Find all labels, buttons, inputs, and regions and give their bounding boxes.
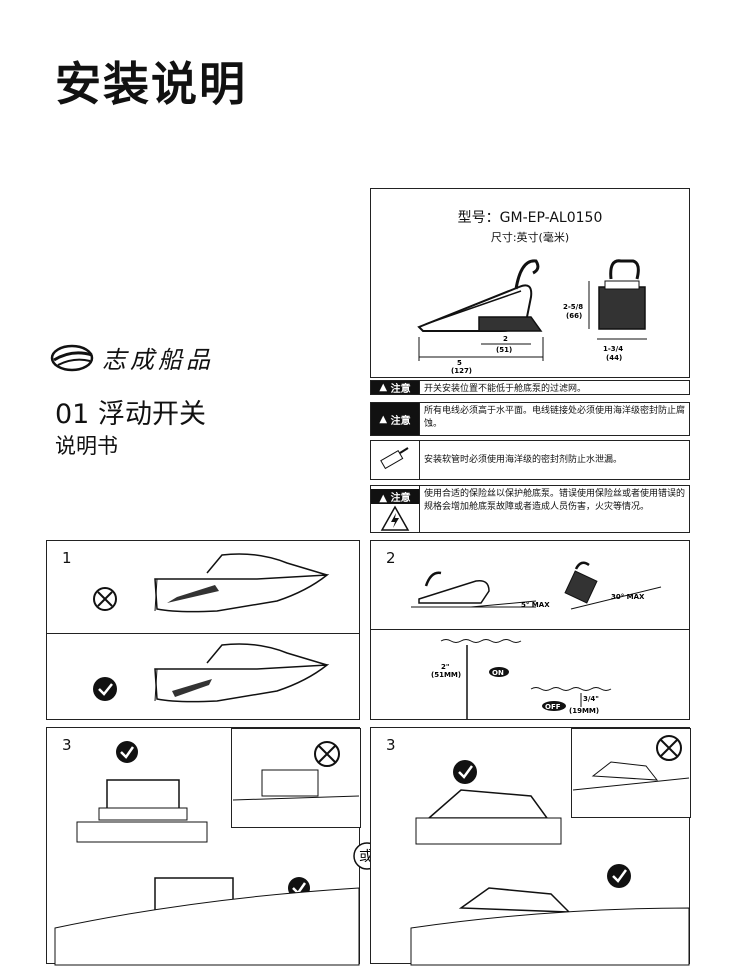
angle-5-label: 5° MAX [521,601,550,609]
model-number: 型号：GM-EP-AL0150 [457,210,603,226]
wrong-mark-icon [314,741,340,767]
wrong-mark-icon [656,735,682,761]
boat-hull-wrong [154,553,330,613]
page-title: 安装说明 [55,57,247,111]
step-3b-number: 3 [386,736,396,754]
pump-curved-hull [54,877,360,966]
caution-tag: ▲ 注意 [371,381,419,395]
step-3a-number: 3 [62,736,72,754]
note-3-text: 安装软管时必须使用海洋级的密封剂防止水泄漏。 [424,454,623,465]
on-height: 2" [441,663,450,671]
switch-side-view [417,259,544,361]
step-3a-panel: 3 或 [46,727,381,966]
on-height-mm: (51MM) [431,671,461,679]
step-1-number: 1 [62,549,72,567]
off-label: OFF [545,703,561,711]
brand-name: 志成船品 [102,346,214,374]
dim-width-mm: (44) [606,354,622,362]
product-subtitle: 说明书 [55,434,118,458]
off-badge [542,701,566,711]
angle-30-label: 30° MAX [611,593,645,601]
warning-icon: ▲ [379,382,391,393]
or-label: 或 [359,849,373,865]
switch-mounted-wrong [572,761,690,791]
step-2-number: 2 [386,549,396,567]
switch-front-view [588,259,647,340]
step-3b-panel: 3 [370,727,691,966]
brand-logo-icon [50,344,94,371]
off-height-mm: (19MM) [569,707,599,715]
check-mark-icon [607,864,631,888]
dim-length: 5 [457,359,462,367]
pump-mounted-correct [76,779,208,843]
step-1-panel: 1 [46,540,360,720]
check-mark-icon [93,677,117,701]
check-mark-icon [453,760,477,784]
switch-mounted-correct [415,789,562,845]
water-line-on [440,639,522,643]
switch-curved-hull [410,887,690,966]
dim-base: 2 [503,335,508,343]
size-unit: 尺寸:英寸(毫米) [490,231,570,244]
on-badge [489,667,509,677]
off-height: 3/4" [583,695,599,703]
note-3: 安装软管时必须使用海洋级的密封剂防止水泄漏。 [370,440,690,480]
dim-height-mm: (66) [566,312,582,320]
dim-base-mm: (51) [496,346,512,354]
note-1: ▲ 注意 开关安装位置不能低于舱底泵的过滤网。 [370,380,690,395]
note-4: ▲ 注意 使用合适的保险丝以保护舱底泵。错误使用保险丝或者使用错误的规格会增加舱… [370,485,690,533]
caution-tag: ▲ 注意 [371,486,419,532]
dim-width: 1-3/4 [603,345,623,353]
spec-box: 型号：GM-EP-AL0150 尺寸:英寸(毫米) 5 (127) 2 (51)… [370,188,690,378]
note-2-text: 所有电线必须高于水平面。电线链接处必须使用海洋级密封防止腐蚀。 [419,403,689,435]
switch-tilt-30deg [564,561,662,610]
dim-height: 2-5/8 [563,303,583,311]
electric-hazard-icon [380,504,410,531]
switch-tilt-5deg [411,571,537,608]
note-2: ▲ 注意 所有电线必须高于水平面。电线链接处必须使用海洋级密封防止腐蚀。 [370,402,690,436]
wrong-mark-icon [93,587,117,611]
on-label: ON [492,669,504,677]
pump-mounted-wrong [232,769,360,801]
warning-icon: ▲ [379,413,391,425]
dimension-drawing: 5 (127) 2 (51) 2-5/8 (66) 1-3/4 (44) [417,259,647,375]
check-mark-icon [116,741,138,763]
caution-tag: ▲ 注意 [371,403,419,435]
note-1-text: 开关安装位置不能低于舱底泵的过滤网。 [419,381,590,394]
boat-hull-correct [154,643,330,703]
water-line-off [530,687,612,691]
warning-icon: ▲ [379,492,391,504]
sealant-tube-icon [371,441,420,479]
note-4-text: 使用合适的保险丝以保护舱底泵。错误使用保险丝或者使用错误的规格会增加舱底泵故障或… [419,486,689,532]
product-title: 01 浮动开关 [55,399,206,430]
brand: 志成船品 [50,340,214,375]
dim-length-mm: (127) [451,367,472,375]
step-2-panel: 2 5° MAX 30° MAX 2" (51MM) ON OFF 3/4" (… [370,540,690,720]
